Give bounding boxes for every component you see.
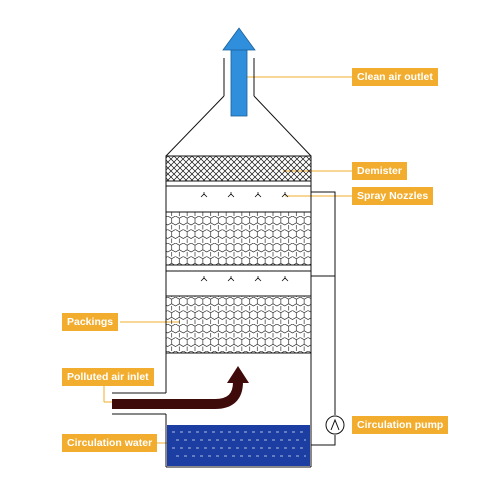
circulation-water-label: Circulation water	[62, 434, 158, 452]
packing-bed-lower	[165, 295, 312, 354]
spray-nozzle-icon	[281, 276, 289, 282]
spray-nozzle-icon	[227, 192, 235, 198]
clean-air-outlet-label: Clean air outlet	[352, 68, 438, 86]
clean-air-arrow	[222, 27, 256, 117]
demister-mesh	[165, 155, 312, 182]
demister-label: Demister	[352, 162, 407, 180]
spray-nozzles-lower	[200, 276, 289, 282]
water-sump	[167, 425, 310, 466]
inlet-duct	[112, 392, 166, 415]
circulation-pump-icon	[325, 415, 345, 435]
circulation-pipe	[311, 191, 336, 446]
circulation-pump-label: Circulation pump	[352, 416, 449, 434]
spray-nozzle-icon	[227, 276, 235, 282]
polluted-air-inlet-label: Polluted air inlet	[62, 368, 154, 386]
spray-nozzle-icon	[200, 276, 208, 282]
spray-nozzles-label: Spray Nozzles	[352, 187, 434, 205]
polluted-air-arrow	[112, 366, 249, 409]
spray-nozzle-icon	[200, 192, 208, 198]
exhaust-hood	[165, 58, 312, 157]
packings-label: Packings	[62, 313, 119, 331]
spray-nozzle-icon	[254, 192, 262, 198]
packing-bed-upper	[165, 211, 312, 266]
spray-nozzle-icon	[281, 192, 289, 198]
spray-nozzle-icon	[254, 276, 262, 282]
spray-nozzles-upper	[200, 192, 289, 198]
